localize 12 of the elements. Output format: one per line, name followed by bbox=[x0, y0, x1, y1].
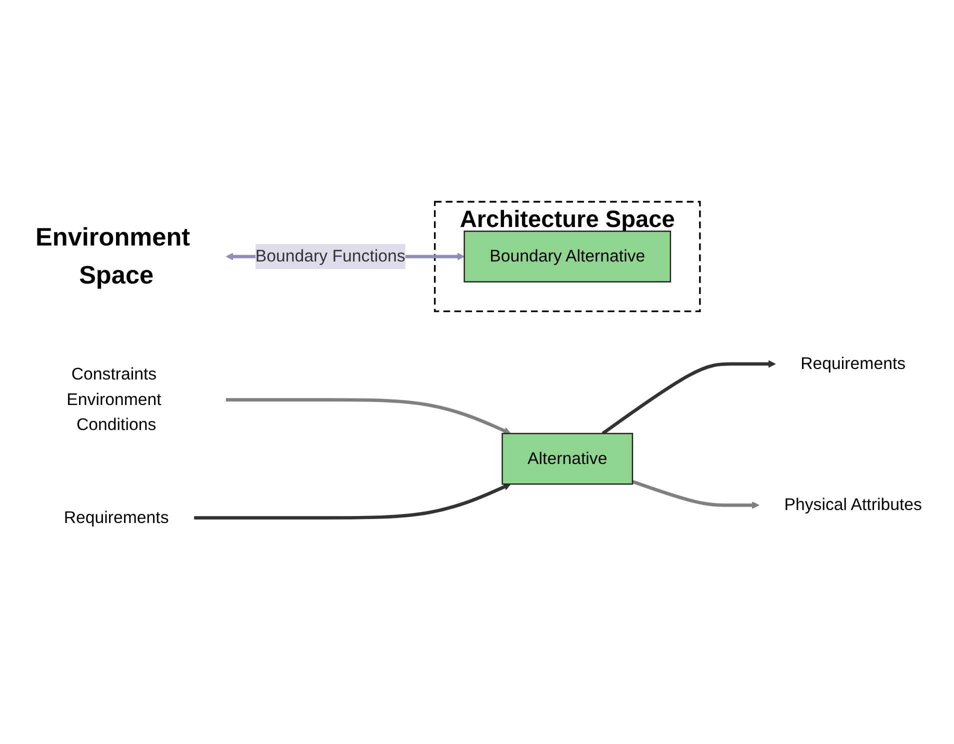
node-text: Requirements bbox=[800, 354, 906, 373]
node-text: Environment Space bbox=[36, 223, 190, 289]
edge-label: Boundary Functions bbox=[255, 246, 406, 266]
arrow bbox=[632, 480, 760, 508]
arrow bbox=[602, 360, 776, 434]
node-text: Physical Attributes bbox=[784, 495, 922, 514]
node-text: Constraints Environment Conditions bbox=[66, 364, 162, 434]
arrow bbox=[194, 483, 511, 520]
node-text: Requirements bbox=[64, 508, 169, 527]
node-box: Alternative bbox=[502, 432, 634, 484]
node-box: Boundary Alternative bbox=[464, 230, 672, 282]
arrow bbox=[226, 398, 511, 434]
